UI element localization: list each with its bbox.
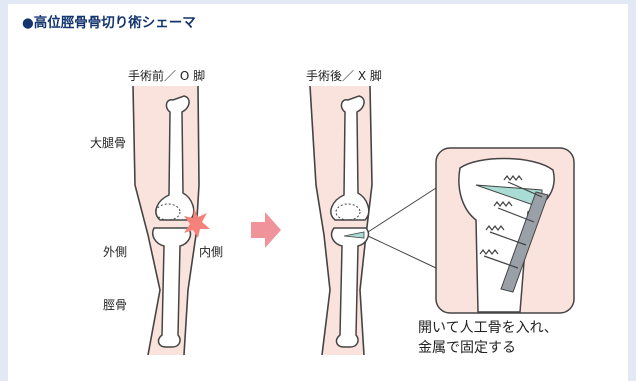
screws xyxy=(479,175,543,269)
diagram-title: ●高位脛骨骨切り術シェーマ xyxy=(22,15,196,31)
procedure-note-line1: 開いて人工骨を入れ、 xyxy=(418,320,558,336)
zoom-box xyxy=(435,147,575,314)
after-label: 手術後／ X 脚 xyxy=(306,69,382,83)
leg-before xyxy=(132,85,210,356)
leg-diagram xyxy=(132,85,575,356)
arrow-right-icon xyxy=(251,212,281,248)
before-label: 手術前／ O 脚 xyxy=(128,69,206,83)
leg-after xyxy=(309,85,437,356)
lateral-label: 外側 xyxy=(103,245,128,259)
pain-star-icon xyxy=(184,208,210,238)
procedure-note-line2: 金属で固定する xyxy=(418,340,516,356)
medial-label: 内側 xyxy=(199,245,224,259)
fixation-plate xyxy=(500,191,549,293)
tibia-bone-before xyxy=(152,227,192,348)
tibia-label: 脛骨 xyxy=(103,298,128,312)
femur-bone-after xyxy=(330,95,370,221)
femur-label: 大腿骨 xyxy=(90,136,127,150)
tibia-bone-after xyxy=(330,227,370,348)
wedge-small xyxy=(343,231,365,239)
